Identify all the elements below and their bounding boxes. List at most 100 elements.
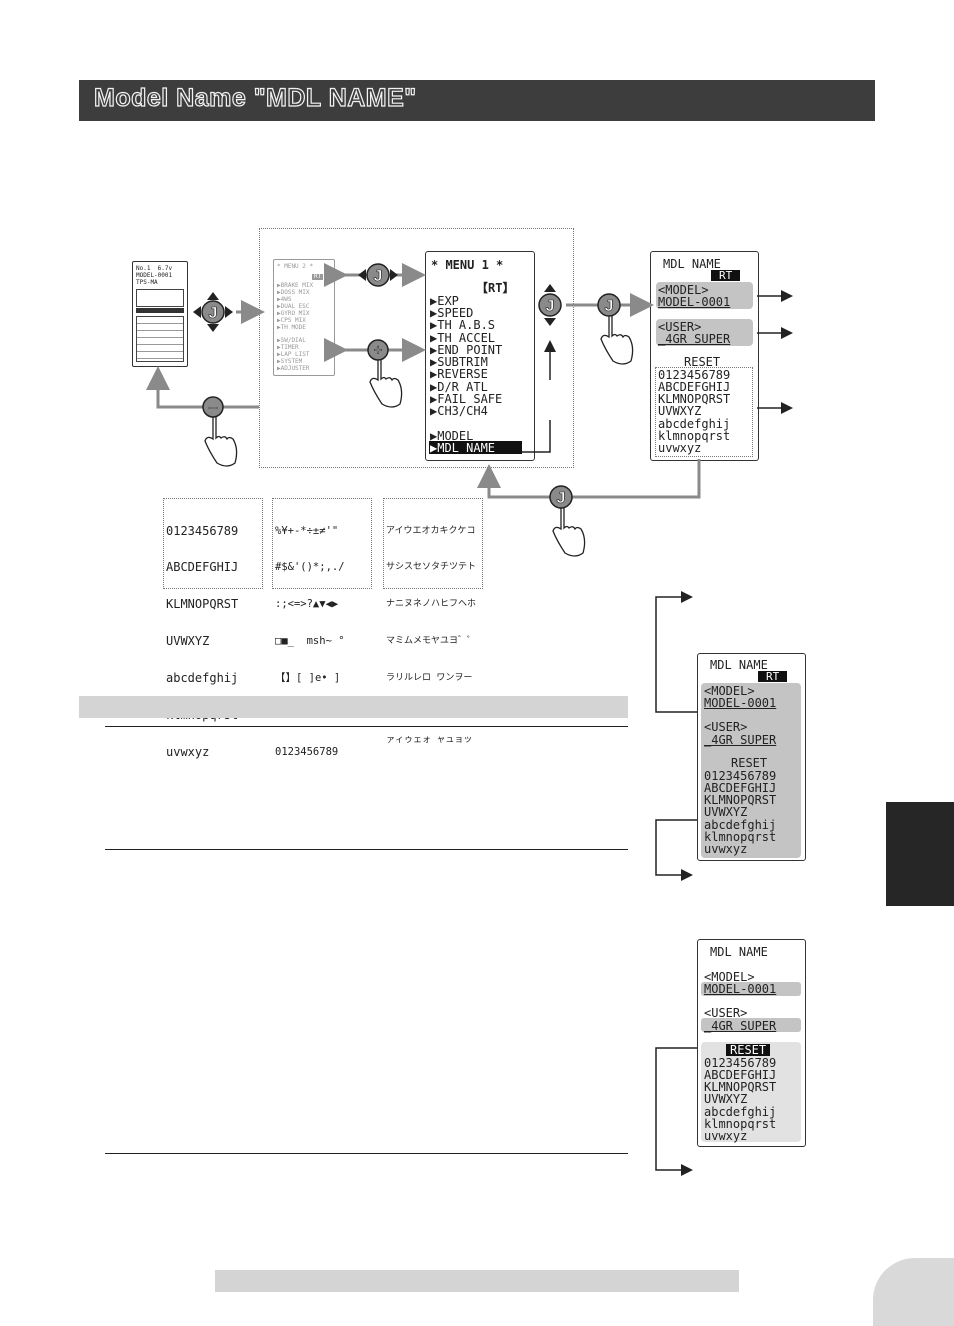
menu1-item-dr-atl: ▶D/R ATL [430,380,488,394]
mdl-user-label: <USER> [658,320,702,334]
step2-reset: RESET [726,1044,771,1056]
bracket-step1 [655,591,697,881]
section-rule [105,849,628,850]
menu2-header: * MENU 2 * [277,263,314,270]
section-bar [79,696,628,718]
mdl-reset: RESET [684,355,721,369]
menu-group-frame [259,228,574,468]
step2-charset-line: 0123456789 [704,1056,777,1070]
mdl-charset-line: UVWXYZ [658,404,702,418]
menu1-item-speed: ▶SPEED [430,306,474,320]
charset-1-line: UVWXYZ [166,634,210,649]
home-data-box [136,316,184,362]
arrow-mdl-to-menu1 [477,459,701,499]
step2-user-highlight [701,1018,801,1032]
mdl-name-screen-step1: MDL NAME RT <MODEL> MODEL-0001 <USER> _4… [697,653,806,861]
step1-user-value: _4GR SUPER [704,733,777,747]
j-button-return: J [549,485,573,509]
j-button-menu2-label: J [374,268,383,285]
menu1-item-th-abs: ▶TH A.B.S [430,318,496,332]
menu2-item: ▶DUAL ESC [277,303,310,310]
step1-title: MDL NAME [710,658,768,672]
home-line-3: TPS-MA [136,279,158,286]
charset-2-line: □■_ msh~ ° [275,635,345,648]
step2-charset-line: KLMNOPQRST [704,1080,777,1094]
step1-charset-line: uvwxyz [704,842,748,856]
arrow-scroll-up [522,340,556,453]
menu1-item-end-point: ▶END POINT [430,343,503,357]
menu1-item-th-accel: ▶TH ACCEL [430,331,496,345]
mdl-charset-frame [655,367,753,457]
j-button-return-label: J [557,490,566,507]
charset-2: %¥+-*÷±≠'" #$&'()*;,./ :;<=>?▲▼◀▶ □■_ ms… [275,500,345,771]
charset-2-line: %¥+-*÷±≠'" [275,524,339,537]
menu1-item-reverse: ▶REVERSE [430,367,488,381]
step1-user-label: <USER> [704,720,748,734]
section-rule [105,726,628,727]
charset-3-line: マミムメモヤユヨ゛゜ [386,636,477,647]
menu2-item: ▶BRAKE MIX [277,282,314,289]
step2-charset-line: UVWXYZ [704,1092,748,1106]
hand-icon [204,311,634,557]
step1-model-label: <MODEL> [704,684,755,698]
mdl-model-highlight [656,282,753,309]
step2-model-value: MODEL-0001 [704,982,777,996]
step2-charset-line: abcdefghij [704,1105,777,1119]
charset-box-1 [163,498,263,589]
page-title: Model Name "MDL NAME" [93,83,417,112]
step1-charset-line: ABCDEFGHIJ [704,781,777,795]
step1-charset-line: klmnopqrst [704,830,777,844]
charset-1-line: 0123456789 [166,523,239,538]
j-button-menu1-label: J [546,298,555,315]
menu1-badge: 【RT】 [476,281,515,295]
mdl-title: MDL NAME [663,257,721,271]
arrow-back-home [146,366,259,409]
step2-user-value: _4GR SUPER [704,1019,777,1033]
mdl-user-value: _4GR SUPER [658,332,731,346]
menu1-screen: * MENU 1 * 【RT】 ▶EXP ▶SPEED ▶TH A.B.S ▶T… [425,251,535,461]
step1-charset-line: abcdefghij [704,818,777,832]
step2-charset-line: ABCDEFGHIJ [704,1068,777,1082]
step1-highlight [701,683,801,858]
step1-badge: RT [758,671,788,682]
home-bar [136,308,184,313]
home-line-2: MODEL-0001 [136,272,173,279]
charset-3-line: ァィゥェォ ャュョッ [386,734,473,745]
step2-model-highlight [701,982,801,996]
mdl-model-label: <MODEL> [658,283,709,297]
menu1-item-subtrim: ▶SUBTRIM [430,355,488,369]
menu2-item: ▶4WS [277,296,292,303]
menu1-selection [429,441,522,454]
charset-3-line: ラリルレロ ワンヲー [386,673,473,684]
plus-button: + [367,339,389,361]
step1-charset-line: UVWXYZ [704,805,748,819]
step1-charset-line: KLMNOPQRST [704,793,777,807]
mdl-name-screen-main: MDL NAME RT <MODEL> MODEL-0001 <USER> _4… [650,251,759,461]
menu1-item-mdl-name: ▶MDL NAME [430,441,496,455]
charset-3-line: サシスセソタチツテト [386,562,477,573]
step2-user-label: <USER> [704,1006,748,1020]
menu2-item: ▶SYSTEM [277,358,303,365]
menu1-item-model: ▶MODEL [430,429,474,443]
menu1-item-fail-safe: ▶FAIL SAFE [430,392,503,406]
page-number-tab [873,1258,954,1326]
charset-1-line: uvwxyz [166,744,210,759]
charset-2-line: 【】[ ]e• ] [275,672,341,685]
menu1-item-ch3-ch4: ▶CH3/CH4 [430,404,488,418]
charset-3-line: ナニヌネノハヒフヘホ [386,599,477,610]
home-line-1: No.1 6.7v [136,265,173,272]
charset-box-3 [383,498,483,589]
menu2-item: ▶TH MODE [277,324,306,331]
menu2-item: ▶GYRO MIX [277,310,310,317]
joystick-cross-icon [193,292,233,332]
step2-charset-line: uvwxyz [704,1129,748,1143]
j-button-home-label: J [209,305,218,322]
charset-3-line: アイウエオカキクケコ [386,525,476,536]
step2-reset-highlight [701,1042,801,1142]
plus-button-label: + [374,342,383,359]
j-button-enter-label: J [605,298,614,315]
section-rule [105,1153,628,1154]
minus-button: – [202,396,224,418]
mdl-charset-line: abcdefghij [658,417,731,431]
